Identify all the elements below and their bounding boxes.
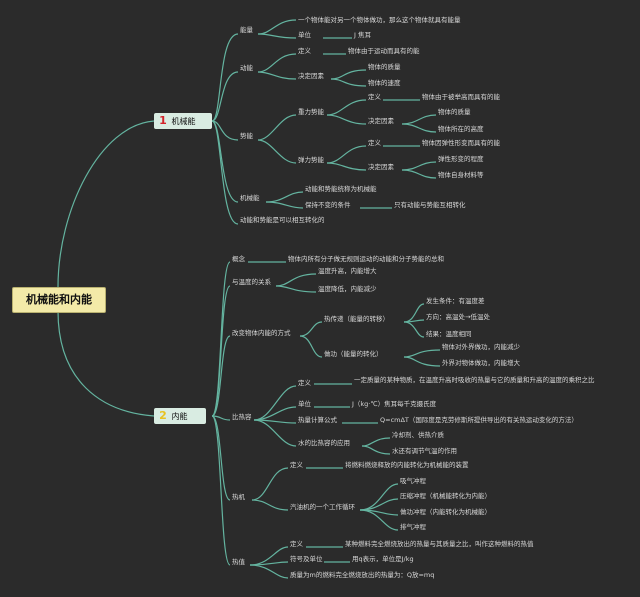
node-intake-stroke: 吸气冲程 (400, 477, 426, 485)
node-engine-cycle: 汽油机的一个工作循环 (290, 503, 355, 511)
node-speed: 物体的速度 (368, 79, 401, 87)
node-heat-formula-value: Q=cmΔT（国际度是克劳修斯所提供导出的有关热运动变化的方法） (380, 416, 578, 424)
node-energy: 能量 (240, 26, 253, 34)
node-gravitational-pe: 重力势能 (298, 108, 324, 116)
node-fuel-definition: 某种燃料完全燃烧放出的热量与其质量之比，叫作这种燃料的热值 (345, 540, 534, 548)
node-work-out: 物体对外界做功，内能减少 (442, 343, 520, 351)
node-elastic-pe: 弹力势能 (298, 156, 324, 164)
node-engine-definition: 将燃料燃烧释放的内能转化为机械能的装置 (345, 461, 469, 469)
node-application-coolant: 冷却剂、供热介质 (392, 431, 444, 439)
branch-label: 内能 (171, 412, 188, 421)
node-application-climate: 水还有调节气温的作用 (392, 447, 457, 455)
node-conservation-value: 只有动能与势能互相转化 (394, 201, 466, 209)
node-shc-definition: 一定质量的某种物质，在温度升高时吸收的热量与它的质量和升高的温度的乘积之比 (354, 376, 595, 384)
node-heat-formula: 热量计算公式 (298, 416, 337, 424)
node-kinetic-determinants: 决定因素 (298, 72, 324, 80)
node-temp-drop: 温度降低，内能减少 (318, 285, 377, 293)
node-gravity-definition-label: 定义 (368, 93, 381, 101)
node-specific-heat: 比热容 (232, 413, 252, 421)
node-heat-transfer: 热传递（能量的转移） (324, 315, 389, 323)
node-elastic-definition: 物体因弹性形变而具有的能 (422, 139, 500, 147)
node-exhaust-stroke: 排气冲程 (400, 523, 426, 531)
node-change-methods: 改变物体内能的方式 (232, 329, 291, 337)
node-heat-transfer-condition: 发生条件：有温度差 (426, 297, 485, 305)
node-elastic-determinants: 决定因素 (368, 163, 394, 171)
node-concept: 概念 (232, 255, 245, 263)
node-shc-unit-label: 单位 (298, 400, 311, 408)
node-fuel-definition-label: 定义 (290, 540, 303, 548)
node-heat-engine: 热机 (232, 493, 245, 501)
node-gravity-definition: 物体由于被举高而具有的能 (422, 93, 500, 101)
node-fuel-formula: 质量为m的燃料完全燃烧放出的热量为：Q放=mq (290, 571, 435, 579)
branch-mechanical-energy: 1 机械能 (154, 113, 212, 129)
node-kinetic-definition: 物体由于运动而具有的能 (348, 47, 420, 55)
node-shc-definition-label: 定义 (298, 379, 311, 387)
node-unit-value: J 焦耳 (354, 31, 371, 39)
node-mechanical-energy: 机械能 (240, 194, 260, 202)
node-kinetic-definition-label: 定义 (298, 47, 311, 55)
node-shc-unit: J（kg·℃）焦耳每千克摄氏度 (352, 400, 437, 408)
node-energy-definition: 一个物体能对另一个物体做功，那么这个物体就具有能量 (298, 16, 461, 24)
node-deformation: 弹性形变的程度 (438, 155, 484, 163)
node-gravity-mass: 物体的质量 (438, 108, 471, 116)
branch-number: 2 (159, 409, 167, 422)
branch-number: 1 (159, 114, 167, 127)
node-temp-rise: 温度升高，内能增大 (318, 267, 377, 275)
node-unit: 单位 (298, 31, 311, 39)
node-height: 物体所在的高度 (438, 125, 484, 133)
node-water-application: 水的比热容的应用 (298, 439, 350, 447)
node-mechanical-definition: 动能和势能统称为机械能 (305, 185, 377, 193)
node-elastic-definition-label: 定义 (368, 139, 381, 147)
root-node: 机械能和内能 (12, 287, 106, 313)
node-kinetic-energy: 动能 (240, 64, 253, 72)
node-heat-transfer-result: 结果：温度相同 (426, 330, 472, 338)
node-work-in: 外界对物体做功，内能增大 (442, 359, 520, 367)
node-material: 物体自身材料等 (438, 171, 484, 179)
node-mutual-conversion: 动能和势能是可以相互转化的 (240, 216, 325, 224)
node-conservation-condition: 保持不变的条件 (305, 201, 351, 209)
node-concept-definition: 物体内所有分子做无规则运动的动能和分子势能的总和 (288, 255, 444, 263)
node-engine-definition-label: 定义 (290, 461, 303, 469)
node-temperature-relation: 与温度的关系 (232, 278, 271, 286)
branch-internal-energy: 2 内能 (154, 408, 206, 424)
node-heat-transfer-direction: 方向：高温处→低温处 (426, 313, 490, 321)
branch-label: 机械能 (171, 117, 196, 126)
node-symbol-unit: 符号及单位 (290, 555, 323, 563)
node-potential-energy: 势能 (240, 132, 253, 140)
node-mass: 物体的质量 (368, 63, 401, 71)
node-compression-stroke: 压缩冲程（机械能转化为内能） (400, 492, 491, 500)
node-power-stroke: 做功冲程（内能转化为机械能） (400, 508, 491, 516)
node-doing-work: 做功（能量的转化） (324, 350, 383, 358)
node-fuel-value: 热值 (232, 558, 245, 566)
node-symbol-unit-value: 用q表示，单位是J/kg (352, 555, 414, 563)
node-gravity-determinants: 决定因素 (368, 117, 394, 125)
